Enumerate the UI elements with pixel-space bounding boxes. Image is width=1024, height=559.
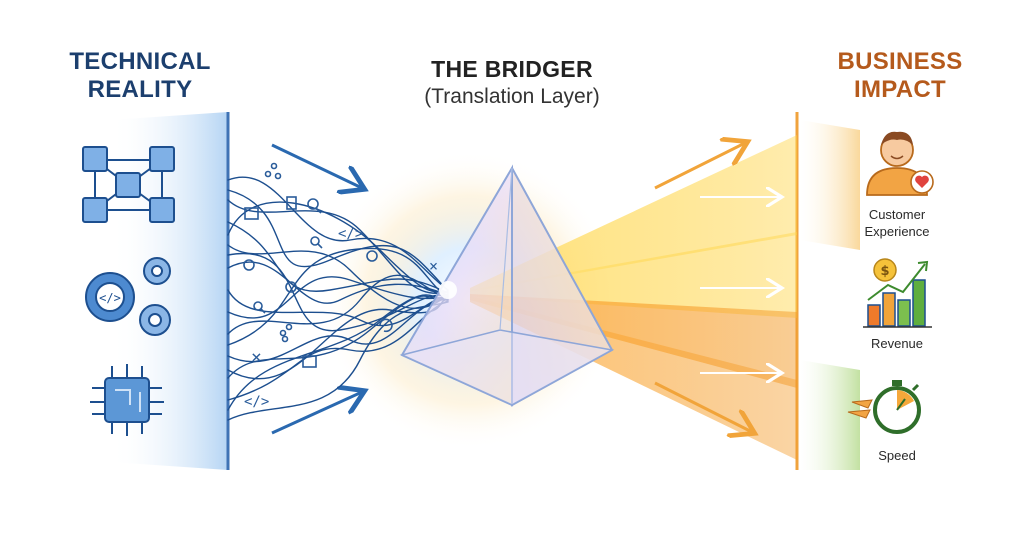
code-symbol-top: </> (338, 226, 363, 242)
stopwatch-icon (847, 380, 921, 434)
customer-experience-label: Customer Experience (864, 207, 930, 239)
branch-icon (264, 170, 272, 178)
technical-reality-title: TECHNICAL REALITY (40, 48, 240, 104)
business-impact-title: BUSINESS IMPACT (800, 48, 1000, 104)
business-title-line2: IMPACT (853, 76, 946, 103)
arc-symbol (379, 318, 393, 333)
floating-symbols: </> </> × × (243, 162, 438, 410)
gear-symbol (285, 281, 297, 293)
arrow-out-bottom (654, 381, 752, 432)
customer-heart-icon (866, 131, 934, 196)
technical-title-line1: TECHNICAL (69, 48, 211, 75)
arrow-in-top (271, 143, 362, 188)
technical-title-line2: REALITY (87, 76, 193, 103)
bridger-subtitle: (Translation Layer) (424, 85, 600, 108)
revenue-chart-icon: $ (863, 258, 932, 328)
search-icon-c (253, 301, 263, 311)
search-icon-a (307, 198, 319, 210)
business-glow-top (800, 120, 860, 250)
list-icon-b (302, 355, 317, 368)
node-icon (279, 329, 287, 337)
gears-code-icon: </> (85, 257, 171, 336)
revenue-label: Revenue (870, 336, 924, 351)
arrow-in-bottom (271, 392, 362, 435)
speed-label: Speed (878, 448, 916, 463)
pie-icon (243, 259, 255, 271)
x-symbol-right: × (429, 257, 438, 275)
business-glow-bottom (800, 360, 860, 470)
dollar-icon: $ (880, 264, 889, 279)
circuit-chip-icon (90, 364, 164, 436)
list-icon-a (244, 207, 259, 220)
bridger-title: THE BRIDGER (431, 56, 593, 82)
arrow-out-top (654, 143, 745, 190)
timer-symbol (366, 250, 378, 262)
doc-icon (286, 196, 297, 210)
svg-text:</>: </> (99, 291, 121, 305)
search-icon-b (310, 236, 320, 246)
prism-icon (399, 164, 615, 407)
tangled-signal-lines (227, 176, 449, 421)
x-symbol-left: × (251, 347, 262, 368)
code-symbol-bottom: </> (244, 394, 269, 410)
business-title-line1: BUSINESS (837, 48, 963, 75)
network-cubes-icon (82, 146, 175, 223)
